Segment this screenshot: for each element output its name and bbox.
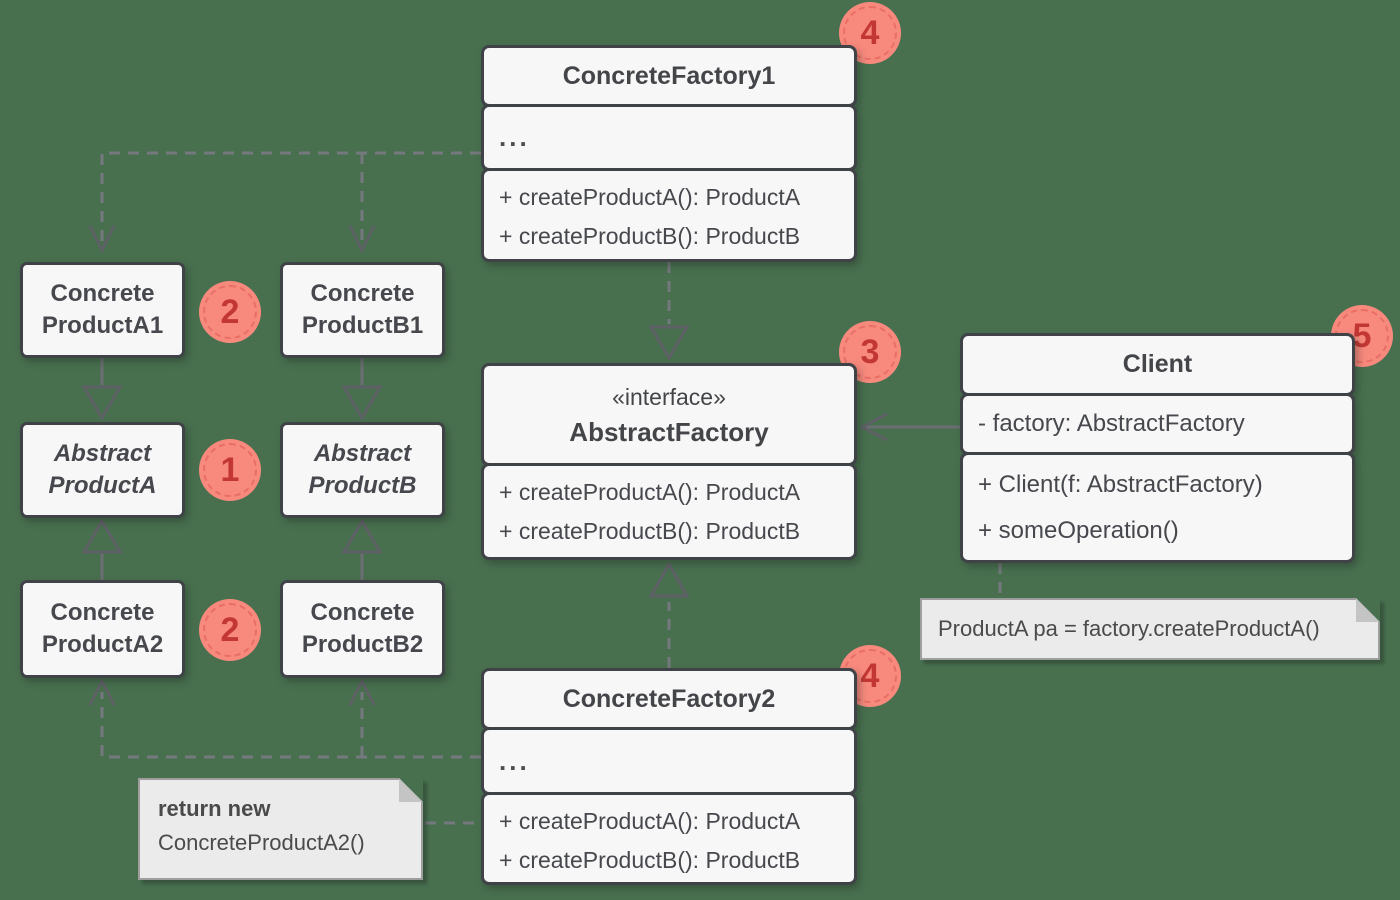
class-name-line1: Concrete <box>310 599 415 626</box>
class-client: Client - factory: AbstractFactory + Clie… <box>960 333 1355 563</box>
class-concrete-product-b1: Concrete ProductB1 <box>280 262 445 358</box>
dependency-line-factory1-productA1 <box>100 151 481 244</box>
badge-abstract-products: 1 <box>199 439 261 501</box>
hollow-triangle-down-icon <box>648 325 690 361</box>
class-concrete-product-a2: Concrete ProductA2 <box>20 580 185 678</box>
badge-concrete-products-2: 2 <box>199 599 261 661</box>
class-fields: ... <box>481 104 857 171</box>
class-methods: + createProductA(): ProductA + createPro… <box>481 168 857 262</box>
class-title: Client <box>960 333 1355 396</box>
class-abstract-product-a: Abstract ProductA <box>20 422 185 518</box>
method-create-product-b: + createProductB(): ProductB <box>499 223 801 249</box>
dependency-arrowhead-down-icon <box>88 225 116 254</box>
class-concrete-product-b2: Concrete ProductB2 <box>280 580 445 678</box>
class-methods: + Client(f: AbstractFactory) + someOpera… <box>960 452 1355 563</box>
method-create-product-a: + createProductA(): ProductA <box>499 184 801 210</box>
note-text: return new ConcreteProductA2() <box>140 780 421 872</box>
note-factory2-code: return new ConcreteProductA2() <box>138 778 423 880</box>
class-name-line2: ProductA1 <box>41 312 164 339</box>
method-create-product-b: + createProductB(): ProductB <box>499 847 801 873</box>
hollow-triangle-up-icon <box>341 518 383 554</box>
stereotype-label: «interface» <box>612 383 726 410</box>
note-fold-icon <box>399 778 423 802</box>
association-arrowhead-left-icon <box>858 412 888 442</box>
method-create-product-b: + createProductB(): ProductB <box>499 518 801 544</box>
hollow-triangle-up-icon <box>81 518 123 554</box>
class-abstract-product-b: Abstract ProductB <box>280 422 445 518</box>
class-abstract-factory: «interface» AbstractFactory + createProd… <box>481 363 857 560</box>
class-name-line1: Abstract <box>313 440 412 467</box>
class-name-line2: ProductB1 <box>301 312 424 339</box>
method-client-constructor: + Client(f: AbstractFactory) <box>978 471 1263 498</box>
hollow-triangle-up-icon <box>648 560 690 598</box>
method-some-operation: + someOperation() <box>978 517 1179 544</box>
note-text: ProductA pa = factory.createProductA() <box>938 616 1320 641</box>
class-methods: + createProductA(): ProductA + createPro… <box>481 792 857 885</box>
dependency-arrowhead-down-icon <box>348 225 376 254</box>
class-name-line2: ProductB <box>308 472 417 499</box>
class-name: AbstractFactory <box>569 416 769 447</box>
method-create-product-a: + createProductA(): ProductA <box>499 808 801 834</box>
class-concrete-factory2: ConcreteFactory2 ... + createProductA():… <box>481 668 857 885</box>
method-create-product-a: + createProductA(): ProductA <box>499 479 801 505</box>
note-client-code: ProductA pa = factory.createProductA() <box>920 598 1380 660</box>
class-name-line1: Concrete <box>310 280 415 307</box>
class-fields: ... <box>481 727 857 795</box>
class-fields: - factory: AbstractFactory <box>960 393 1355 455</box>
hollow-triangle-down-icon <box>81 385 123 421</box>
class-name-line1: Abstract <box>53 440 152 467</box>
dependency-line-factory2-productA2 <box>100 692 481 759</box>
hollow-triangle-down-icon <box>341 385 383 421</box>
note-text-bold: return new <box>158 796 271 821</box>
dependency-arrowhead-up-icon <box>348 677 376 706</box>
class-concrete-factory1: ConcreteFactory1 ... + createProductA():… <box>481 45 857 262</box>
class-name-line2: ProductB2 <box>301 631 424 658</box>
class-title: «interface» AbstractFactory <box>481 363 857 466</box>
class-concrete-product-a1: Concrete ProductA1 <box>20 262 185 358</box>
class-name-line1: Concrete <box>50 599 155 626</box>
class-name-line2: ProductA2 <box>41 631 164 658</box>
note-fold-icon <box>1356 598 1380 622</box>
badge-concrete-products-1: 2 <box>199 281 261 343</box>
class-name-line1: Concrete <box>50 280 155 307</box>
class-title: ConcreteFactory2 <box>481 668 857 730</box>
class-methods: + createProductA(): ProductA + createPro… <box>481 463 857 560</box>
class-name-line2: ProductA <box>48 472 157 499</box>
dependency-arrowhead-up-icon <box>88 677 116 706</box>
class-title: ConcreteFactory1 <box>481 45 857 107</box>
note-text-rest: ConcreteProductA2() <box>158 830 365 855</box>
